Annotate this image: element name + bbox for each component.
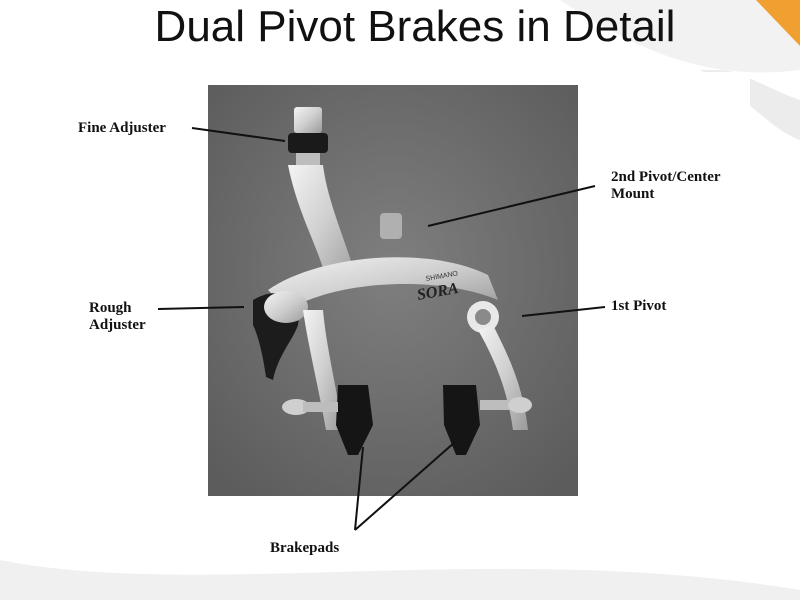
fine-adjuster-part [288,107,328,167]
label-rough-adjuster-line1: Rough [89,300,132,316]
label-center-mount-line2: Mount [611,186,655,202]
label-first-pivot: 1st Pivot [611,298,667,314]
label-center-mount: 2nd Pivot/Center Mount [611,169,721,203]
slide-title: Dual Pivot Brakes in Detail [154,2,676,51]
left-brakepad-part [282,385,373,455]
label-brakepads: Brakepads [270,540,340,556]
label-rough-adjuster: Rough Adjuster [89,300,146,334]
label-center-mount-line1: 2nd Pivot/Center [611,169,721,185]
label-rough-adjuster-line2: Adjuster [89,317,146,333]
label-fine-adjuster: Fine Adjuster [78,120,166,136]
corner-accent-icon [756,0,800,46]
brake-caliper-photo: SORA SHIMANO [208,85,578,496]
right-brakepad-part [443,385,532,455]
